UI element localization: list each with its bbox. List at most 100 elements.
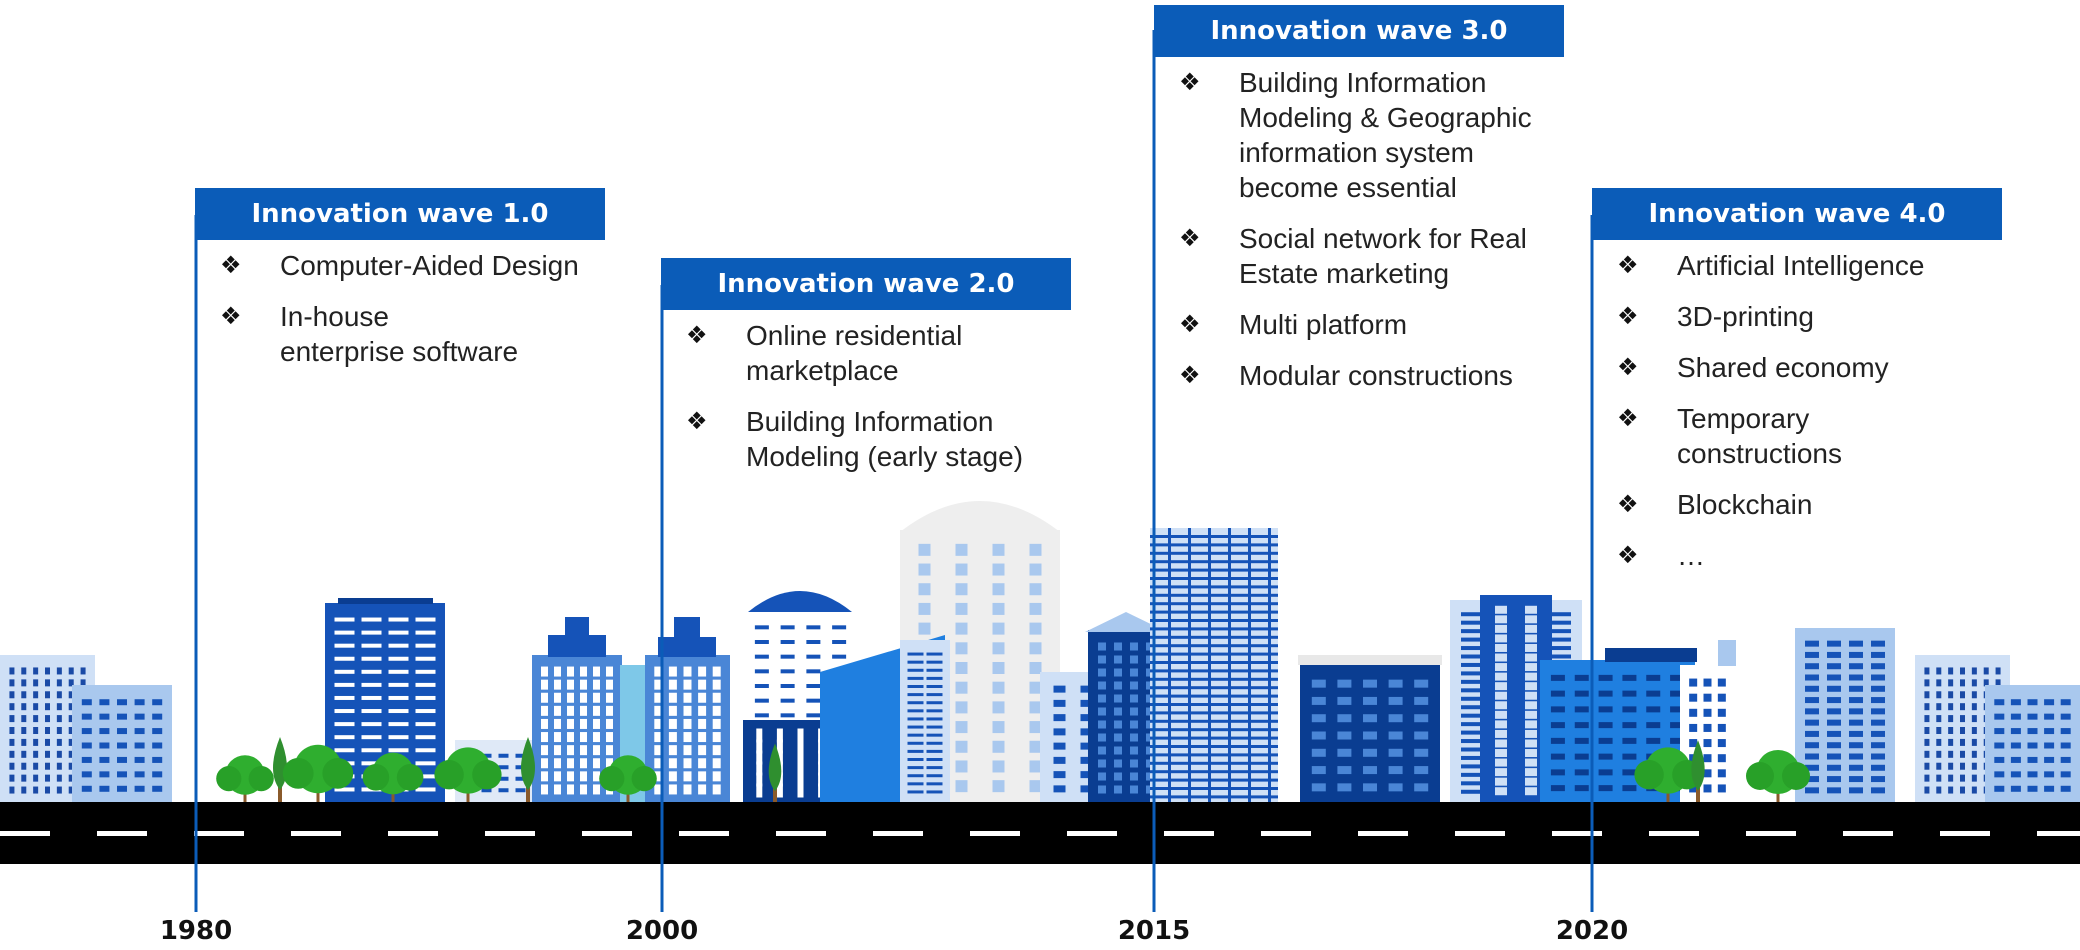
building-window — [68, 762, 74, 770]
wave-card-2: Innovation wave 2.0 ❖Online residential … — [661, 258, 1071, 490]
building-window — [2027, 699, 2038, 706]
building-window — [1598, 737, 1613, 744]
building-window — [1805, 764, 1819, 771]
building-window — [1827, 776, 1841, 783]
building-window — [1337, 679, 1352, 688]
building-window — [1130, 681, 1138, 690]
building-window — [481, 753, 492, 758]
building-window — [754, 640, 769, 644]
building-window — [99, 756, 110, 763]
building-window — [606, 718, 613, 729]
building-window — [9, 738, 15, 746]
building-window — [1689, 678, 1698, 687]
wave-title: Innovation wave 1.0 — [195, 188, 605, 240]
building-window — [45, 727, 50, 734]
building-window — [361, 682, 382, 687]
building-window — [1871, 708, 1885, 715]
tree-crown — [282, 758, 314, 789]
building-window — [698, 771, 707, 782]
building-window — [1805, 730, 1819, 737]
building-window — [415, 682, 436, 687]
building — [1680, 665, 1735, 802]
building-stripe — [1150, 753, 1278, 757]
building-window — [1622, 753, 1637, 760]
building-window — [415, 630, 436, 635]
year-label: 2015 — [1117, 916, 1191, 946]
building-window — [1098, 746, 1106, 755]
building-window — [134, 713, 145, 720]
building-window — [1388, 696, 1403, 705]
building-window — [1717, 708, 1726, 717]
wave-item-text: Blockchain — [1677, 489, 1813, 520]
building-window — [1622, 722, 1637, 729]
building-window — [2027, 728, 2038, 735]
building-window — [1805, 742, 1819, 749]
building-window — [754, 669, 769, 674]
building-window — [1337, 731, 1352, 740]
year-label: 2000 — [625, 916, 699, 946]
building-window — [1871, 651, 1885, 658]
building-window — [1029, 780, 1042, 793]
building-window — [580, 679, 587, 690]
building-window — [580, 758, 587, 769]
building-window — [388, 709, 409, 714]
building-window — [918, 583, 931, 596]
building-window — [1936, 715, 1942, 723]
tree — [1746, 750, 1810, 802]
building-window — [388, 748, 409, 753]
building-window — [683, 692, 692, 703]
building-window — [1495, 682, 1507, 691]
building-window — [1495, 691, 1507, 700]
building-window — [668, 705, 677, 716]
building-window — [1130, 772, 1138, 781]
building-window — [334, 656, 355, 661]
wave-item: ❖Building Information Modeling (early st… — [661, 404, 1036, 474]
building-window — [99, 728, 110, 735]
building-window — [907, 660, 924, 664]
building-window — [21, 774, 27, 782]
building-window — [1948, 715, 1954, 723]
building-window — [698, 784, 707, 795]
wave-item: ❖Building Information Modeling & Geograp… — [1154, 65, 1569, 205]
tree-crown — [396, 764, 424, 791]
building-window — [593, 679, 600, 690]
building-window — [45, 774, 50, 782]
building-window — [361, 761, 382, 766]
building-window — [1130, 785, 1138, 794]
building-window — [606, 758, 613, 769]
road-dash — [2037, 831, 2080, 836]
building-stripe — [1150, 560, 1278, 564]
building-window — [580, 745, 587, 756]
building-window — [1871, 764, 1885, 771]
building-window — [712, 718, 721, 729]
building-window — [806, 654, 821, 659]
wave-item-list: ❖Online residential marketplace ❖Buildin… — [661, 310, 1071, 474]
building-window — [9, 691, 15, 699]
building-window — [1983, 667, 1989, 675]
building-window — [756, 750, 763, 765]
building-window — [1098, 707, 1106, 716]
building-window — [21, 679, 27, 687]
building-window — [1029, 721, 1042, 734]
building-window — [683, 718, 692, 729]
building-window — [1960, 679, 1965, 687]
building-window — [45, 762, 50, 770]
building-window — [1029, 662, 1042, 674]
building-window — [1525, 643, 1537, 652]
building-window — [1960, 727, 1965, 734]
building-window — [9, 679, 15, 687]
building-window — [926, 693, 943, 697]
building-window — [1311, 696, 1326, 705]
building-window — [361, 617, 382, 622]
building-window — [593, 758, 600, 769]
building-window — [654, 679, 663, 690]
building-window — [1960, 667, 1965, 675]
building-window — [68, 774, 74, 782]
building-stripe — [1150, 694, 1278, 698]
building-window — [593, 705, 600, 716]
tree-crown — [434, 760, 464, 790]
building-window — [1495, 653, 1507, 662]
building-stripe — [1150, 787, 1278, 790]
building-window — [1936, 703, 1942, 711]
building-window — [712, 745, 721, 756]
